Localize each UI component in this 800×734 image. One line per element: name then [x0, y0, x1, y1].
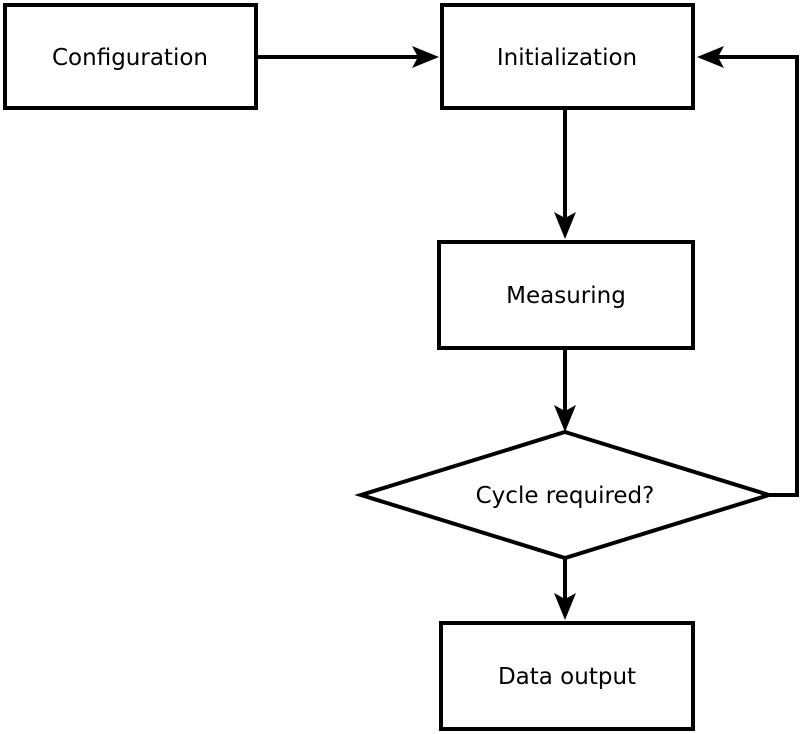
node-cycle-required-label: Cycle required?: [476, 483, 655, 509]
node-cycle-required: Cycle required?: [354, 429, 776, 561]
arrowhead-down-icon: [554, 212, 576, 239]
node-configuration: Configuration: [3, 3, 258, 110]
edge-configuration-to-initialization: [258, 46, 439, 68]
arrowhead-down-icon: [554, 593, 576, 620]
node-data-output-box: [439, 621, 695, 731]
edge-line: [717, 55, 799, 497]
edge-cycle-required-to-initialization-loop: [697, 46, 799, 497]
node-data-output: Data output: [439, 621, 695, 731]
node-initialization-box: [440, 3, 695, 110]
arrowhead-down-icon: [554, 405, 576, 432]
node-configuration-box: [3, 3, 258, 110]
node-measuring-label: Measuring: [506, 283, 626, 309]
edge-cycle-required-to-data-output: [554, 556, 576, 620]
node-measuring-box: [437, 240, 695, 350]
node-configuration-label: Configuration: [52, 45, 208, 71]
node-measuring: Measuring: [437, 240, 695, 350]
edge-measuring-to-cycle-required: [554, 348, 576, 432]
edge-initialization-to-measuring: [554, 108, 576, 239]
node-initialization: Initialization: [440, 3, 695, 110]
arrowhead-left-icon: [697, 46, 724, 68]
node-data-output-label: Data output: [498, 664, 636, 690]
node-cycle-required-diamond: [354, 429, 776, 561]
node-initialization-label: Initialization: [497, 45, 637, 71]
arrowhead-right-icon: [412, 46, 439, 68]
